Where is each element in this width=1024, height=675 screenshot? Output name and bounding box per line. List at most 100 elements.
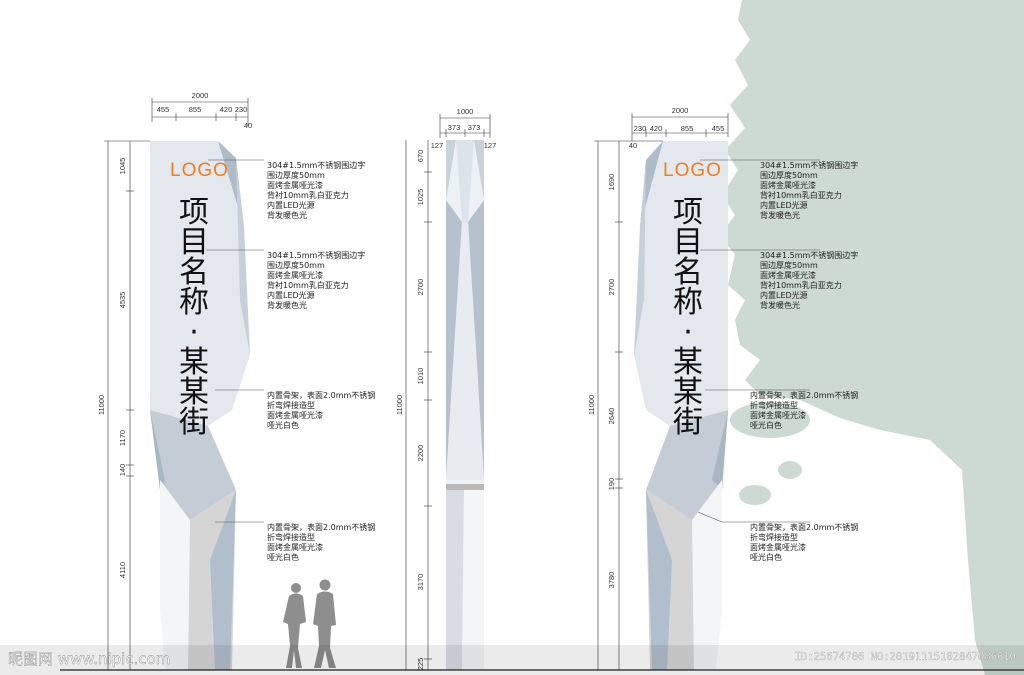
note-line: 内置LED光源 [267, 290, 315, 300]
right-top-part-4: 455 [712, 124, 725, 133]
note-line: 内置LED光源 [267, 200, 315, 210]
note-line: 折弯焊接造型 [750, 532, 798, 542]
title-char: 项 [179, 195, 209, 230]
right-top-total: 2000 [672, 106, 689, 115]
note-line: 折弯焊接造型 [267, 400, 315, 410]
middle-height-part-5: 2200 [416, 445, 425, 462]
right-lower-blue [646, 490, 672, 670]
note-line: 哑光白色 [750, 420, 782, 430]
left-height-part-5: 4110 [118, 562, 127, 578]
note-line: 背衬10mm乳白亚克力 [760, 280, 842, 290]
watermark-id: ID:25674706 NO:20191115102847086610 [795, 651, 1016, 663]
title-char: 街 [673, 405, 703, 440]
middle-top-total: 1000 [457, 107, 474, 116]
left-facet-mid-blue [150, 410, 165, 490]
note-line: 内置LED光源 [760, 290, 808, 300]
right-height-part-2: 2700 [607, 279, 616, 296]
title-char: 称 [179, 285, 209, 320]
right-facet-side [634, 160, 646, 355]
title-char: 街 [179, 405, 209, 440]
note-line: 折弯焊接造型 [750, 400, 798, 410]
middle-height-total: 11000 [395, 395, 404, 415]
left-lower-blue [210, 490, 236, 670]
left-logo: LOGO [170, 160, 229, 181]
note-line: 哑光白色 [267, 420, 299, 430]
left-height-part-1: 1045 [118, 158, 127, 175]
left-top-part-1: 455 [157, 105, 170, 114]
left-top-offset: 40 [244, 121, 252, 130]
middle-lower-right [462, 490, 484, 670]
note-line: 304#1.5mm不锈钢围边字 [267, 160, 365, 170]
right-facet-mid-blue [712, 410, 728, 490]
note-line: 背衬10mm乳白亚克力 [267, 190, 349, 200]
right-top-part-3: 855 [681, 124, 694, 133]
note-line: 面烤金属哑光漆 [750, 542, 806, 552]
note-line: 304#1.5mm不锈钢围边字 [267, 250, 365, 260]
middle-height-part-6: 3170 [416, 574, 425, 591]
left-height-part-3: 1170 [118, 430, 127, 446]
title-char: 某 [673, 345, 703, 380]
right-top-offset: 40 [629, 141, 637, 150]
middle-facet-top-left [446, 140, 456, 200]
right-note-logo: 304#1.5mm不锈钢围边字围边厚度50mm面烤金属哑光漆背衬10mm乳白亚克… [760, 160, 858, 220]
note-line: 背发暖色光 [760, 300, 800, 310]
note-line: 背衬10mm乳白亚克力 [760, 190, 842, 200]
middle-height-part-7: 225 [416, 658, 425, 671]
note-line: 围边厚度50mm [267, 260, 325, 270]
left-top-dimensions [151, 98, 249, 126]
right-height-part-1: 1690 [607, 174, 616, 191]
title-char: 某 [179, 345, 209, 380]
note-line: 面烤金属哑光漆 [760, 180, 816, 190]
middle-top-part-4: 127 [484, 141, 497, 150]
right-top-part-1: 230 [634, 124, 647, 133]
right-top-dimensions [631, 113, 729, 141]
middle-facet-left-long [446, 200, 462, 480]
right-height-part-3: 2640 [607, 408, 616, 425]
right-sign-panel [634, 141, 728, 426]
note-line: 面烤金属哑光漆 [267, 270, 323, 280]
middle-facet-mid [446, 222, 484, 480]
middle-top-dimensions [439, 114, 491, 138]
middle-height-dimensions [405, 140, 432, 670]
right-leader-lines [697, 159, 820, 523]
watermark-site: 昵图网 www.nipic.com [8, 650, 170, 668]
note-line: 内置骨架，表面2.0mm不锈钢 [750, 522, 858, 532]
title-char: · [683, 315, 693, 350]
middle-facet-right-long [468, 200, 484, 480]
title-char: 目 [179, 225, 209, 260]
middle-joint-band [446, 484, 484, 490]
note-line: 背发暖色光 [760, 210, 800, 220]
middle-facet-top-right [474, 140, 484, 200]
note-line: 背发暖色光 [267, 300, 307, 310]
title-char: 称 [673, 285, 703, 320]
left-height-part-2: 4535 [118, 292, 127, 309]
middle-top-part-3: 373 [468, 123, 481, 132]
right-logo: LOGO [663, 160, 722, 181]
note-line: 哑光白色 [750, 552, 782, 562]
title-char: 目 [673, 225, 703, 260]
note-line: 哑光白色 [267, 552, 299, 562]
title-char: · [189, 315, 199, 350]
note-line: 内置LED光源 [760, 200, 808, 210]
left-top-total: 2000 [192, 91, 209, 100]
note-line: 304#1.5mm不锈钢围边字 [760, 250, 858, 260]
note-line: 内置骨架，表面2.0mm不锈钢 [267, 522, 375, 532]
left-note-title: 304#1.5mm不锈钢围边字围边厚度50mm面烤金属哑光漆背衬10mm乳白亚克… [267, 250, 365, 310]
middle-lower-left [446, 490, 464, 670]
left-height-dimensions [104, 140, 150, 670]
note-line: 面烤金属哑光漆 [267, 542, 323, 552]
note-line: 围边厚度50mm [760, 260, 818, 270]
title-char: 项 [673, 195, 703, 230]
note-line: 面烤金属哑光漆 [267, 180, 323, 190]
middle-height-part-2: 1025 [416, 189, 425, 206]
people-silhouette [283, 579, 336, 668]
title-char: 名 [673, 255, 703, 290]
right-height-dimensions [594, 140, 663, 670]
